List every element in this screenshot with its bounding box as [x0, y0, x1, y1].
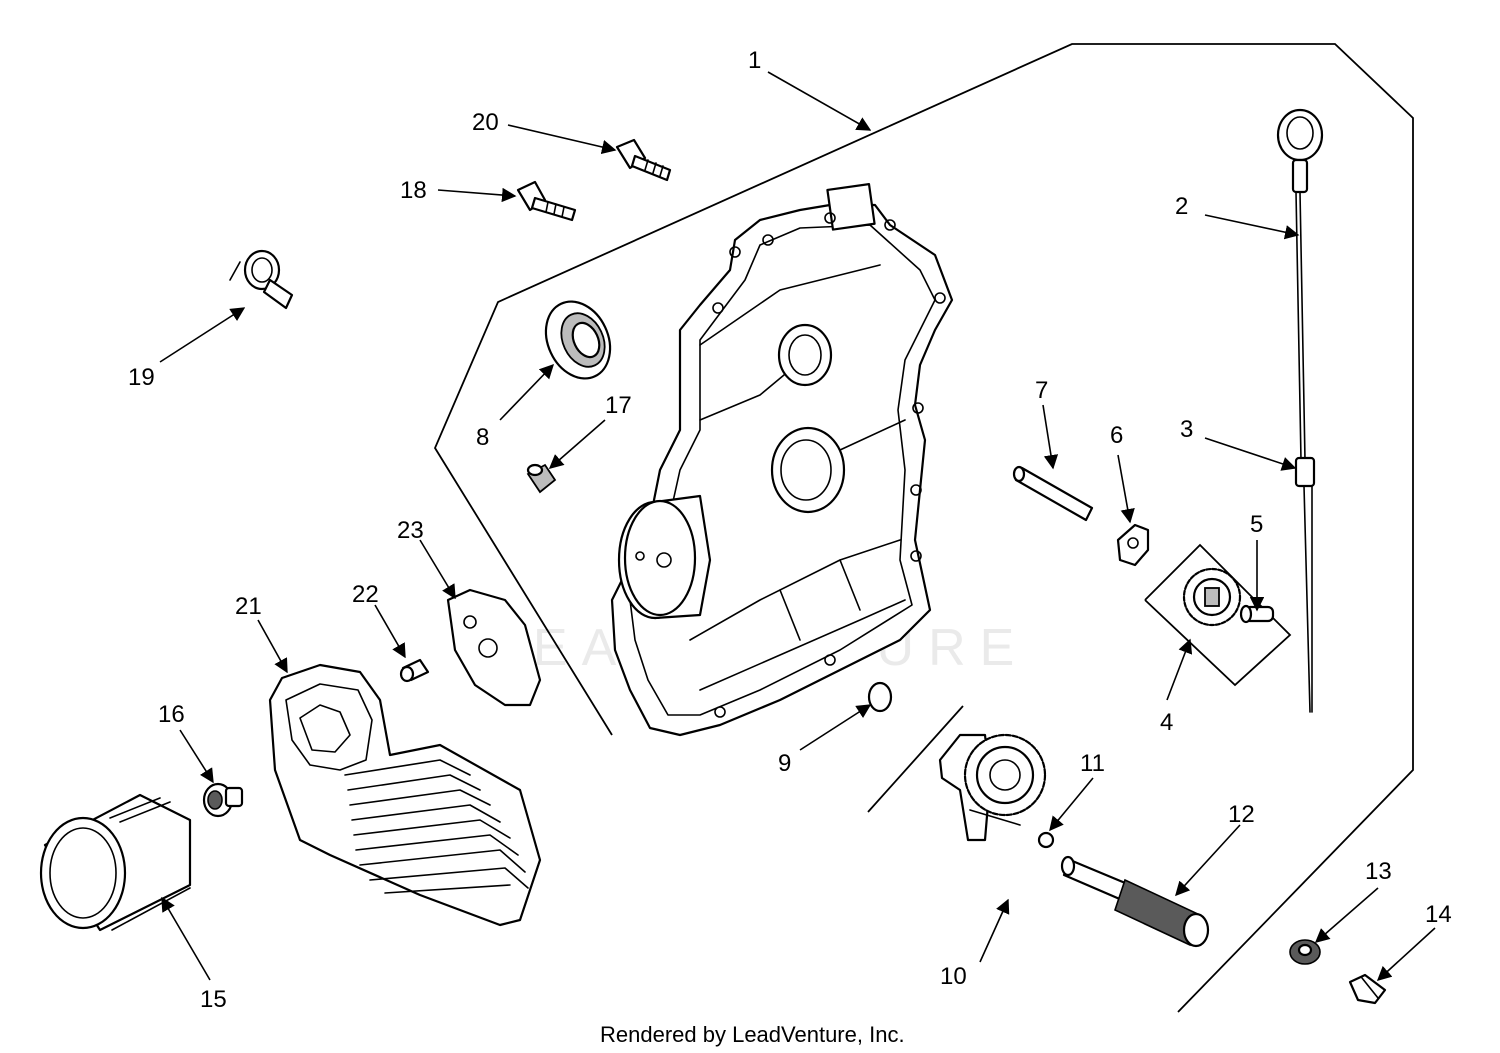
o-ring-part-11: [1037, 831, 1055, 849]
callout-23: 23: [397, 517, 424, 544]
governor-arm-part-6: [1116, 523, 1150, 567]
callout-16: 16: [158, 701, 185, 728]
callout-15: 15: [200, 986, 227, 1013]
callout-20: 20: [472, 109, 499, 136]
oil-filter-part-15: [39, 793, 192, 932]
group-outline-oil-pump-10: [867, 705, 964, 813]
callout-12: 12: [1228, 801, 1255, 828]
callout-3: 3: [1180, 416, 1193, 443]
gear-cover-part-1: [610, 183, 954, 737]
callout-21: 21: [235, 593, 262, 620]
dipstick-tube-part-3: [1294, 456, 1316, 713]
callout-5: 5: [1250, 511, 1263, 538]
callout-13: 13: [1365, 858, 1392, 885]
bolt-part-14: [1348, 973, 1387, 1005]
dowel-part-22: [399, 658, 430, 683]
callout-14: 14: [1425, 901, 1452, 928]
governor-gear-part-4: [1182, 567, 1242, 627]
pressure-switch-part-19: [229, 249, 294, 310]
callout-6: 6: [1110, 422, 1123, 449]
callout-9: 9: [778, 750, 791, 777]
credit-line: Rendered by LeadVenture, Inc.: [600, 1022, 905, 1047]
bolt-part-20: [615, 138, 672, 182]
oil-pickup-part-12: [1060, 855, 1210, 948]
group-outline-gear-4: [1144, 543, 1292, 687]
shaft-part-7: [1012, 465, 1094, 522]
oil-cooler-part-21: [268, 663, 542, 927]
callout-4: 4: [1160, 709, 1173, 736]
callout-10: 10: [940, 963, 967, 990]
group-outline-main: [433, 43, 1414, 1013]
oil-seal-part-8: [544, 300, 612, 380]
callout-19: 19: [128, 364, 155, 391]
gasket-part-23: [446, 588, 542, 707]
callout-17: 17: [605, 392, 632, 419]
callout-22: 22: [352, 581, 379, 608]
plug-part-16: [202, 782, 244, 818]
callout-1: 1: [748, 47, 761, 74]
callout-18: 18: [400, 177, 427, 204]
dipstick-part-2: [1276, 108, 1324, 461]
callout-8: 8: [476, 424, 489, 451]
o-ring-part-9: [867, 681, 893, 713]
callout-11: 11: [1080, 750, 1105, 777]
callout-labels: 1 2 3 4 5 6 7 8 9 10 11 12 13 14 15 16 1…: [128, 47, 1452, 1013]
callout-7: 7: [1035, 377, 1048, 404]
callout-2: 2: [1175, 193, 1188, 220]
oil-pump-part-10: [938, 733, 1047, 842]
plug-part-17: [526, 463, 557, 494]
bolt-part-18: [516, 180, 577, 222]
leader-lines: [159, 71, 1436, 981]
washer-part-13: [1289, 939, 1321, 965]
